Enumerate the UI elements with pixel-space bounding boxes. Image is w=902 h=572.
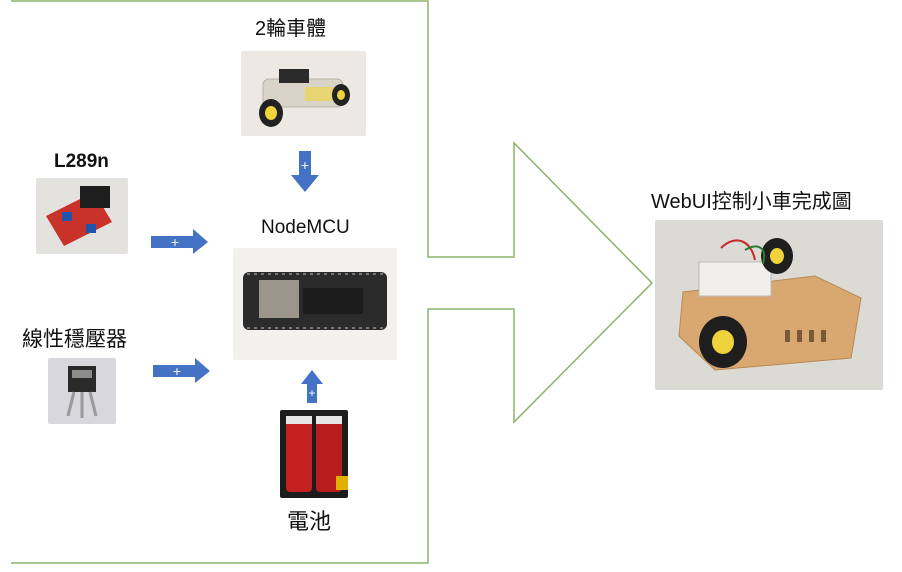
plus-sign: +: [301, 157, 309, 173]
arrow-driver-to-mcu: +: [151, 229, 208, 254]
arrow-chassis-to-mcu: +: [291, 151, 319, 192]
plus-sign: +: [173, 363, 181, 379]
mcu-photo: [233, 248, 397, 360]
driver-label: L289n: [54, 151, 109, 172]
arrow-battery-to-mcu: +: [301, 370, 323, 403]
plus-sign: +: [308, 386, 315, 400]
chassis-photo: [241, 51, 366, 136]
chassis-label: 2輪車體: [255, 18, 327, 40]
battery-photo: [280, 410, 348, 498]
regulator-photo: [48, 358, 116, 424]
result-label: WebUI控制小車完成圖: [651, 191, 852, 213]
regulator-label: 線性穩壓器: [22, 328, 127, 351]
driver-photo: [36, 178, 128, 254]
arrow-regulator-to-mcu: +: [153, 358, 210, 383]
plus-sign: +: [171, 234, 179, 250]
result-photo: [655, 220, 883, 390]
battery-label: 電池: [287, 509, 332, 534]
group-outline-arrow: [11, 0, 654, 564]
mcu-label: NodeMCU: [261, 217, 350, 238]
